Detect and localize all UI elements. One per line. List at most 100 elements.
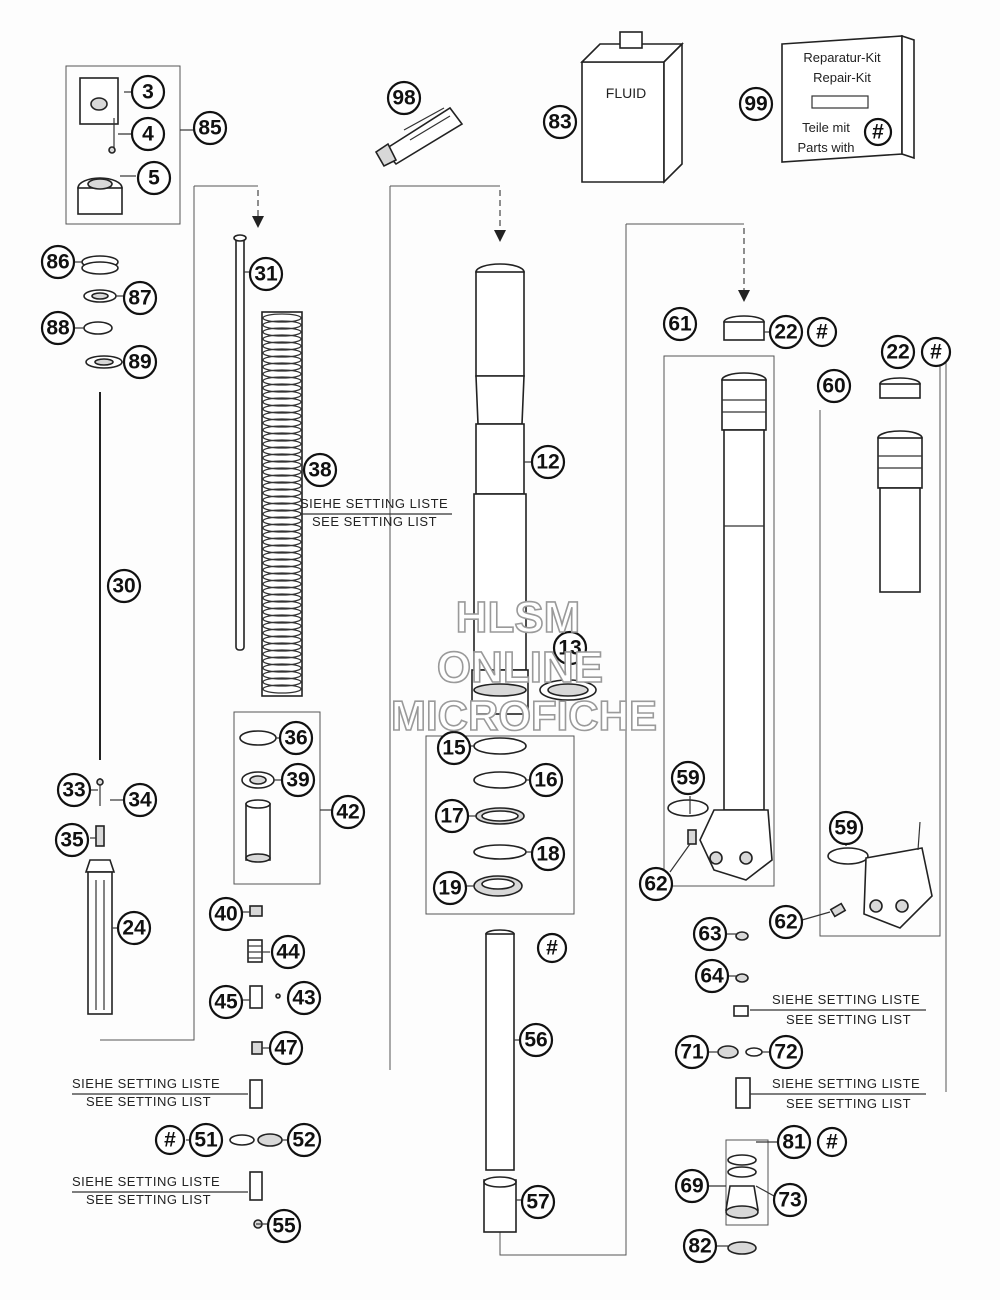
svg-text:56: 56 — [524, 1029, 547, 1052]
spring-coil — [262, 600, 302, 610]
fork-spring — [261, 311, 303, 697]
fluid-can: FLUID — [580, 31, 684, 184]
svg-text:72: 72 — [774, 1041, 797, 1064]
spring-coil — [262, 544, 302, 554]
svg-text:42: 42 — [336, 801, 359, 824]
spring-coil — [262, 523, 302, 533]
callout-30: 30 — [106, 568, 142, 604]
spring-coil — [262, 313, 302, 323]
spring-coil — [262, 327, 302, 337]
svg-text:63: 63 — [698, 923, 721, 946]
watermark-line1: HLSM — [456, 593, 581, 642]
callout-19: 19 — [432, 870, 468, 906]
svg-text:18: 18 — [536, 843, 560, 866]
svg-text:73: 73 — [778, 1189, 801, 1212]
watermark-line3: MICROFICHE — [391, 692, 657, 739]
svg-text:82: 82 — [688, 1235, 711, 1258]
svg-text:62: 62 — [644, 873, 667, 896]
svg-text:SIEHE SETTING LISTE: SIEHE SETTING LISTE — [300, 496, 448, 511]
svg-text:#: # — [164, 1129, 176, 1152]
spring-coil — [262, 432, 302, 442]
spring-coil — [262, 537, 302, 547]
callout-60: 60 — [816, 368, 852, 404]
repair-kit-card: Reparatur-Kit Repair-Kit Teile mit Parts… — [781, 34, 915, 163]
callout-72: 72 — [768, 1034, 804, 1070]
callout-89: 89 — [122, 344, 158, 380]
svg-text:60: 60 — [822, 375, 845, 398]
callout-69: 69 — [674, 1168, 710, 1204]
svg-text:#: # — [826, 1131, 838, 1154]
svg-text:33: 33 — [62, 779, 85, 802]
spring-coil — [262, 607, 302, 617]
spring-coil — [262, 558, 302, 568]
damper-rod — [233, 234, 247, 651]
compression-valve-parts — [247, 905, 281, 1055]
svg-text:19: 19 — [438, 877, 461, 900]
svg-text:30: 30 — [112, 575, 135, 598]
spring-coil — [262, 663, 302, 673]
spring-coil — [262, 446, 302, 456]
callout-4: 4 — [130, 116, 166, 152]
spring-coil — [262, 467, 302, 477]
svg-text:SEE SETTING LIST: SEE SETTING LIST — [86, 1192, 211, 1207]
callout-59: 59 — [828, 810, 864, 846]
spring-coil — [262, 495, 302, 505]
spring-coil — [262, 642, 302, 652]
svg-text:43: 43 — [292, 987, 315, 1010]
svg-text:62: 62 — [774, 911, 797, 934]
callout-17: 17 — [434, 798, 470, 834]
setting-note: SIEHE SETTING LISTE SEE SETTING LIST — [300, 496, 452, 529]
svg-text:69: 69 — [680, 1175, 703, 1198]
spring-coil — [262, 369, 302, 379]
svg-text:22: 22 — [886, 341, 909, 364]
callout-45: 45 — [208, 984, 244, 1020]
spring-coil — [262, 355, 302, 365]
callout-39: 39 — [280, 762, 316, 798]
callout-22: 22 — [768, 314, 804, 350]
piston-group — [239, 730, 277, 863]
spring-coil — [262, 474, 302, 484]
callout-hash: # — [816, 1126, 848, 1158]
outer-tube — [471, 263, 597, 715]
spring-coil — [262, 586, 302, 596]
callout-22: 22 — [880, 334, 916, 370]
spring-coil — [262, 376, 302, 386]
svg-text:38: 38 — [308, 459, 332, 482]
spring-coil — [262, 551, 302, 561]
svg-text:47: 47 — [274, 1037, 297, 1060]
callout-34: 34 — [122, 782, 158, 818]
setting-notes: SIEHE SETTING LISTE SEE SETTING LIST SIE… — [72, 496, 926, 1207]
svg-text:36: 36 — [284, 727, 307, 750]
spring-coil — [262, 348, 302, 358]
callout-62: 62 — [638, 866, 674, 902]
callout-36: 36 — [278, 720, 314, 756]
inner-tube — [483, 929, 517, 1233]
spring-coil — [262, 418, 302, 428]
callout-64: 64 — [694, 958, 730, 994]
shim-stack — [81, 255, 123, 760]
callout-51: 51 — [188, 1122, 224, 1158]
svg-text:5: 5 — [148, 167, 160, 190]
watermark: HLSM ONLINE MICROFICHE — [390, 592, 658, 740]
spring-coil — [262, 516, 302, 526]
svg-text:85: 85 — [198, 117, 222, 140]
spring-coil — [262, 404, 302, 414]
callout-35: 35 — [54, 822, 90, 858]
callout-81: 81 — [776, 1124, 812, 1160]
grease-tube — [374, 106, 464, 168]
callout-62: 62 — [768, 904, 804, 940]
callout-63: 63 — [692, 916, 728, 952]
callout-15: 15 — [436, 730, 472, 766]
spring-coil — [262, 684, 302, 694]
callout-hash: # — [806, 316, 838, 348]
callout-44: 44 — [270, 934, 306, 970]
rebound-adjuster-parts — [229, 1079, 283, 1229]
watermark-line2: ONLINE — [437, 643, 603, 692]
callout-85: 85 — [192, 110, 228, 146]
spring-coil — [262, 341, 302, 351]
svg-text:SEE SETTING LIST: SEE SETTING LIST — [86, 1094, 211, 1109]
fluid-label: FLUID — [606, 85, 646, 101]
callout-24: 24 — [116, 910, 152, 946]
svg-text:17: 17 — [440, 805, 463, 828]
